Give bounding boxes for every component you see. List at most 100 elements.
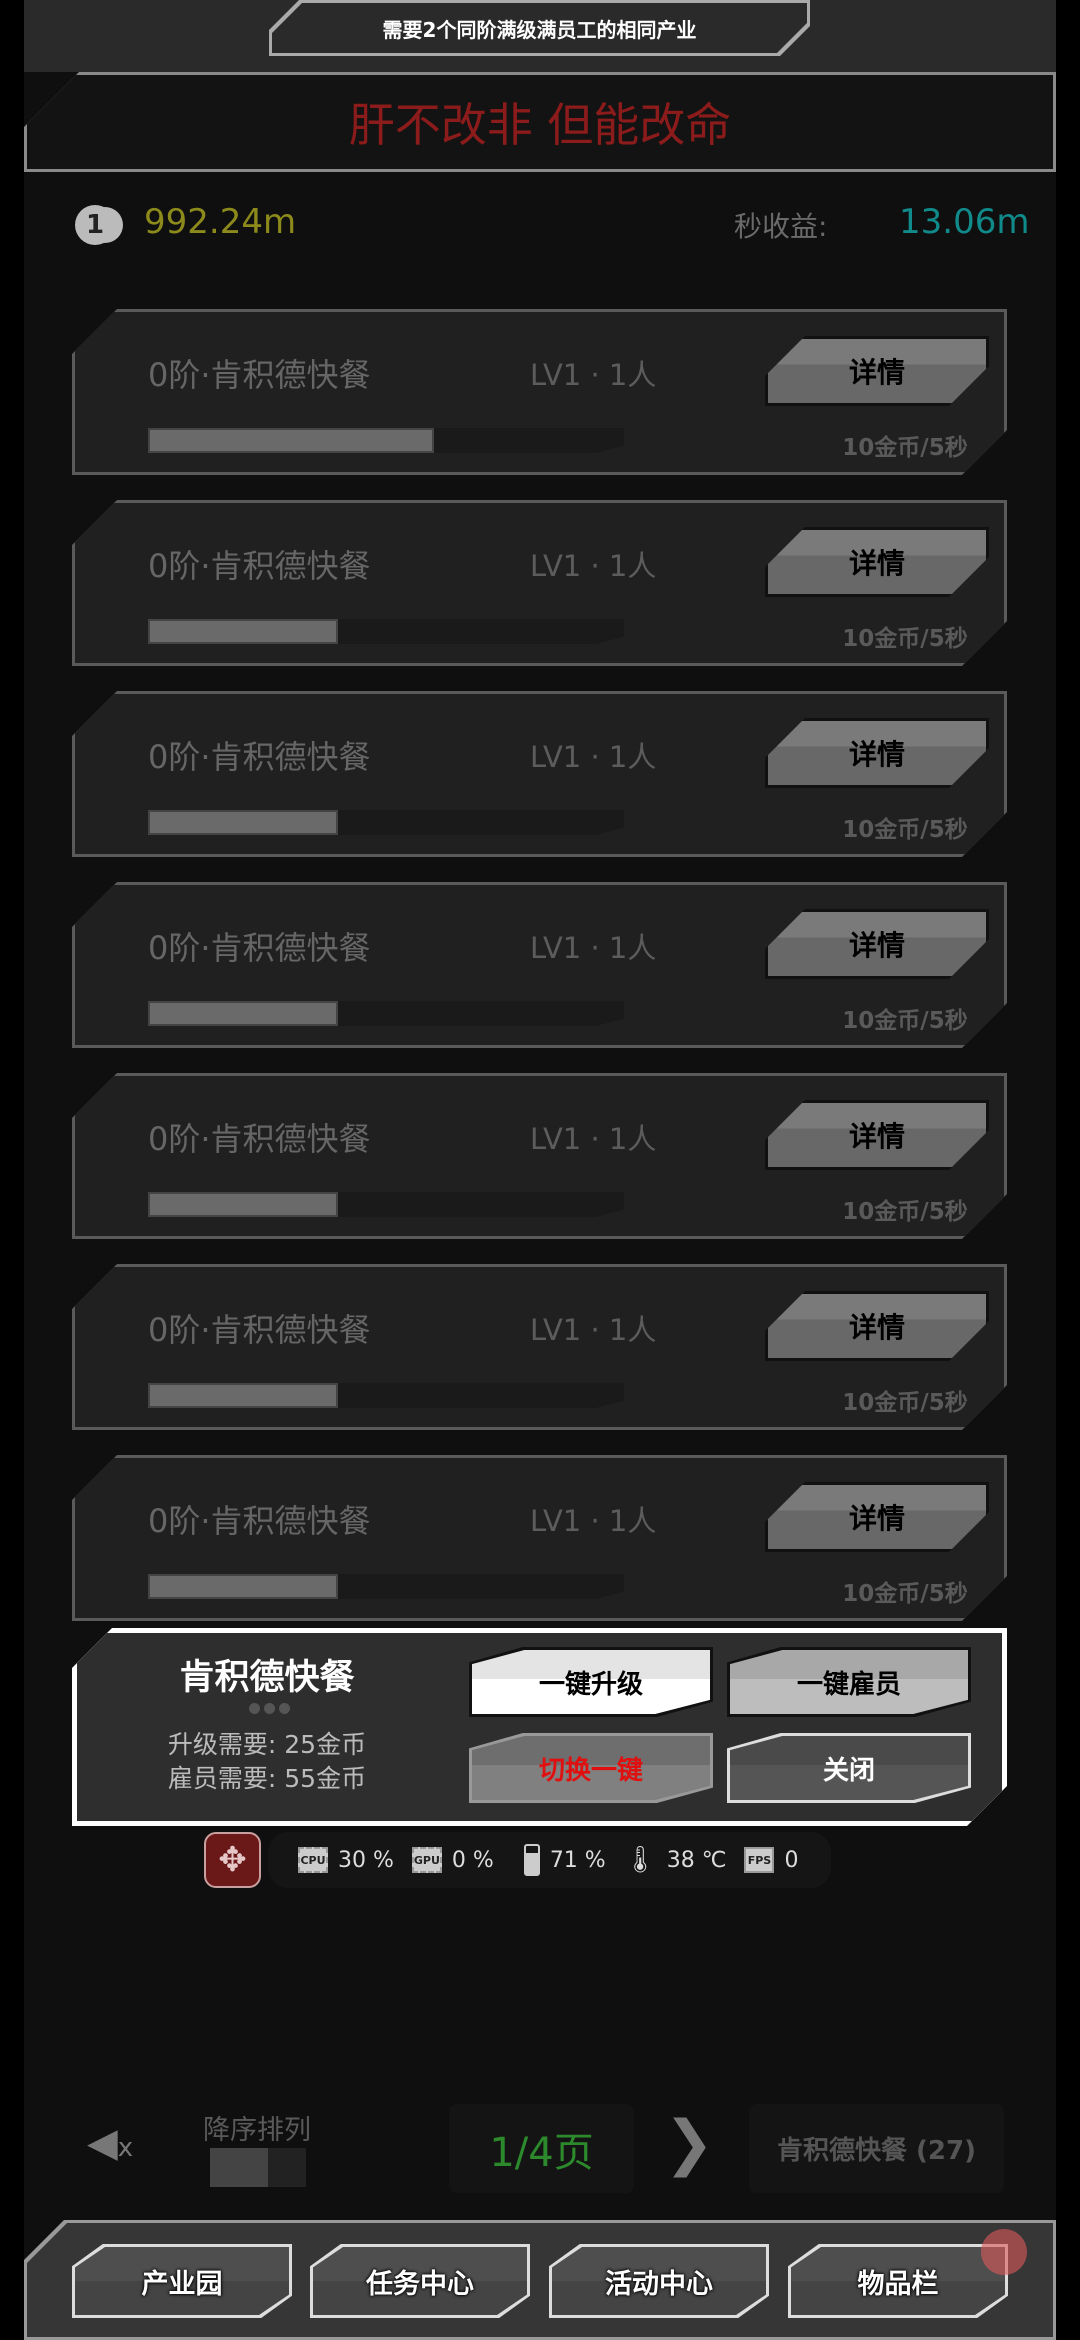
detail-button[interactable]: 详情 — [765, 909, 989, 979]
sort-toggle[interactable] — [210, 2148, 306, 2187]
industry-level: LV1 · 1人 — [530, 1504, 657, 1538]
battery-icon — [523, 1844, 540, 1876]
thermometer-icon: 🌡 — [623, 1845, 657, 1875]
nav-label: 任务中心 — [313, 2247, 527, 2315]
income-rate: 10金币/5秒 — [842, 817, 968, 843]
toggle-knob — [210, 2148, 268, 2187]
industry-level: LV1 · 1人 — [530, 549, 657, 583]
detail-button[interactable]: 详情 — [765, 1482, 989, 1552]
modal-title: 肯积德快餐 — [179, 1658, 355, 1698]
progress-fill — [148, 1383, 338, 1408]
progress-fill — [148, 1192, 338, 1217]
cpu-usage: 30 % — [338, 1847, 394, 1873]
page-indicator: 1/4页 — [449, 2104, 634, 2193]
nav-inventory[interactable]: 物品栏 — [788, 2244, 1008, 2318]
detail-label: 详情 — [768, 530, 986, 594]
fps-value: 0 — [784, 1847, 799, 1873]
fps-icon: FPS — [744, 1847, 775, 1873]
nav-industry-park[interactable]: 产业园 — [72, 2244, 292, 2318]
income-rate: 10金币/5秒 — [842, 1199, 968, 1225]
detail-label: 详情 — [768, 1485, 986, 1549]
detail-label: 详情 — [768, 1103, 986, 1167]
nav-task-center[interactable]: 任务中心 — [310, 2244, 530, 2318]
industry-card: 0阶·肯积德快餐 LV1 · 1人 详情 10金币/5秒 — [72, 691, 1007, 857]
progress-fill — [148, 1574, 338, 1599]
industry-level: LV1 · 1人 — [530, 931, 657, 965]
industry-title: 0阶·肯积德快餐 — [148, 738, 371, 776]
slogan-text: 肝不改非 但能改命 — [27, 75, 1053, 169]
progress-bar — [148, 619, 624, 644]
detail-button[interactable]: 详情 — [765, 527, 989, 597]
detail-label: 详情 — [768, 721, 986, 785]
progress-bar — [148, 428, 624, 453]
industry-level: LV1 · 1人 — [530, 358, 657, 392]
income-value: 13.06m — [899, 202, 1030, 242]
industry-filter[interactable]: 肯积德快餐 (27) — [749, 2104, 1004, 2193]
progress-bar — [148, 1192, 624, 1217]
industry-title: 0阶·肯积德快餐 — [148, 1502, 371, 1540]
detail-label: 详情 — [768, 339, 986, 403]
progress-fill — [148, 428, 434, 453]
progress-bar — [148, 1001, 624, 1026]
switch-mode-button[interactable]: 切换一键 — [469, 1733, 713, 1803]
income-label: 秒收益: — [734, 210, 828, 243]
nav-label: 产业园 — [75, 2247, 289, 2315]
detail-button[interactable]: 详情 — [765, 1100, 989, 1170]
game-screen: 需要2个同阶满级满员工的相同产业 肝不改非 但能改命 1 992.24m 秒收益… — [24, 0, 1056, 2340]
nav-label: 物品栏 — [791, 2247, 1005, 2315]
close-button[interactable]: 关闭 — [727, 1733, 971, 1803]
hint-tooltip: 需要2个同阶满级满员工的相同产业 — [269, 0, 810, 56]
industry-modal: 肯积德快餐 升级需要: 25金币 雇员需要: 55金币 一键升级 一键雇员 切换… — [72, 1628, 1007, 1826]
industry-title: 0阶·肯积德快餐 — [148, 929, 371, 967]
upgrade-all-button[interactable]: 一键升级 — [469, 1647, 713, 1717]
industry-title: 0阶·肯积德快餐 — [148, 356, 371, 394]
industry-level: LV1 · 1人 — [530, 1122, 657, 1156]
upgrade-cost: 升级需要: 25金币 — [167, 1730, 367, 1759]
coin-icon: 1 — [75, 205, 115, 245]
progress-bar — [148, 1574, 624, 1599]
gpu-icon: GPU — [411, 1847, 442, 1873]
floating-dot[interactable] — [981, 2229, 1027, 2275]
income-rate: 10金币/5秒 — [842, 1390, 968, 1416]
next-page-icon[interactable]: ❯ — [664, 2108, 715, 2178]
bottom-nav: 产业园 任务中心 活动中心 物品栏 — [24, 2220, 1056, 2340]
income-rate: 10金币/5秒 — [842, 1581, 968, 1607]
temperature: 38 ℃ — [666, 1847, 727, 1873]
dot-icon — [249, 1703, 260, 1714]
mute-button[interactable]: ◀x — [87, 2120, 133, 2166]
detail-label: 详情 — [768, 1294, 986, 1358]
button-label: 一键升级 — [472, 1650, 710, 1714]
detail-button[interactable]: 详情 — [765, 718, 989, 788]
gold-amount: 992.24m — [144, 202, 297, 242]
progress-fill — [148, 810, 338, 835]
industry-card: 0阶·肯积德快餐 LV1 · 1人 详情 10金币/5秒 — [72, 1264, 1007, 1430]
button-label: 一键雇员 — [730, 1650, 968, 1714]
button-label: 关闭 — [730, 1736, 968, 1800]
income-rate: 10金币/5秒 — [842, 1008, 968, 1034]
detail-button[interactable]: 详情 — [765, 1291, 989, 1361]
speaker-icon: ◀ — [87, 2120, 118, 2166]
sort-label: 降序排列 — [203, 2115, 311, 2146]
move-icon[interactable]: ✥ — [204, 1832, 261, 1888]
industry-card: 0阶·肯积德快餐 LV1 · 1人 详情 10金币/5秒 — [72, 309, 1007, 475]
industry-card: 0阶·肯积德快餐 LV1 · 1人 详情 10金币/5秒 — [72, 1455, 1007, 1621]
industry-level: LV1 · 1人 — [530, 1313, 657, 1347]
industry-title: 0阶·肯积德快餐 — [148, 547, 371, 585]
industry-card: 0阶·肯积德快餐 LV1 · 1人 详情 10金币/5秒 — [72, 882, 1007, 1048]
industry-card: 0阶·肯积德快餐 LV1 · 1人 详情 10金币/5秒 — [72, 1073, 1007, 1239]
hire-all-button[interactable]: 一键雇员 — [727, 1647, 971, 1717]
progress-fill — [148, 1001, 338, 1026]
nav-event-center[interactable]: 活动中心 — [549, 2244, 769, 2318]
income-rate: 10金币/5秒 — [842, 626, 968, 652]
detail-button[interactable]: 详情 — [765, 336, 989, 406]
progress-bar — [148, 810, 624, 835]
nav-label: 活动中心 — [552, 2247, 766, 2315]
battery-level: 71 % — [549, 1847, 606, 1873]
gpu-usage: 0 % — [451, 1847, 494, 1873]
slogan-banner: 肝不改非 但能改命 — [24, 72, 1056, 172]
progress-bar — [148, 1383, 624, 1408]
detail-label: 详情 — [768, 912, 986, 976]
industry-title: 0阶·肯积德快餐 — [148, 1311, 371, 1349]
income-rate: 10金币/5秒 — [842, 435, 968, 461]
